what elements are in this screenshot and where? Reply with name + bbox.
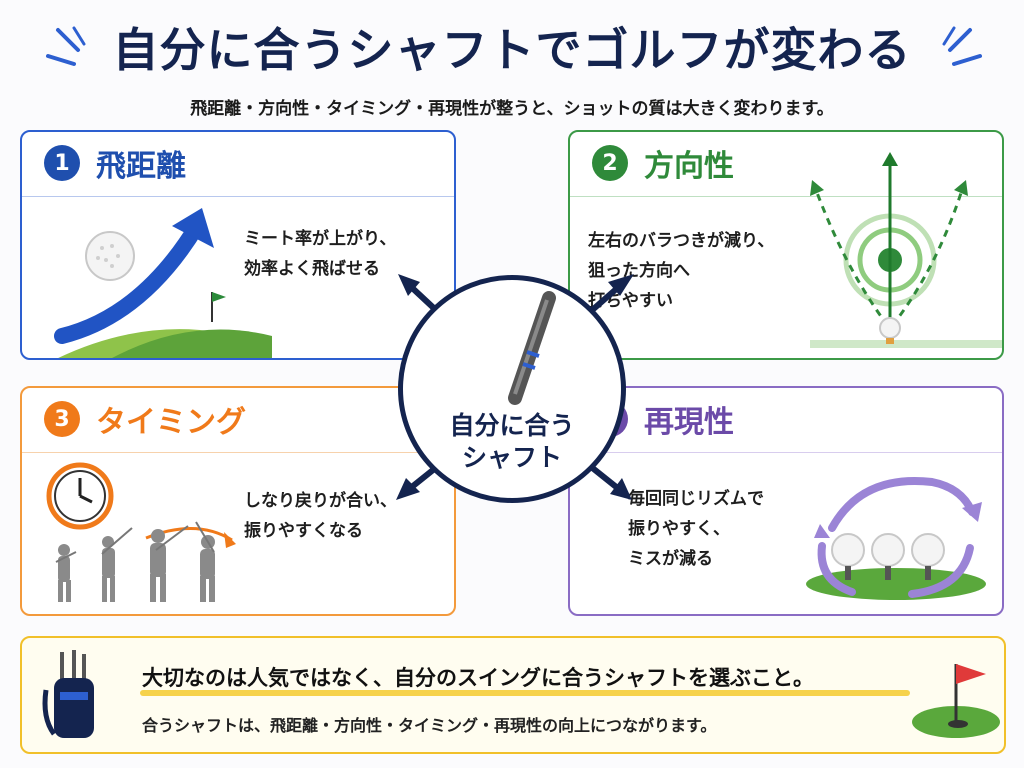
card-text-line: ミート率が上がり、 [244, 229, 397, 249]
summary-banner: 大切なのは人気ではなく、自分のスイングに合うシャフトを選ぶこと。 合うシャフトは… [20, 636, 1006, 754]
card-header: 1 飛距離 [22, 132, 454, 194]
card-title: 再現性 [644, 405, 734, 440]
card-timing: 3 タイミング しなり戻りが合い、 振りやすくなる [20, 386, 456, 616]
center-shaft-circle: 自分に合う シャフト [398, 275, 626, 503]
sparkle-icon [46, 26, 86, 66]
page-title: 自分に合うシャフトでゴルフが変わる [112, 23, 912, 77]
center-label-line: シャフト [461, 443, 562, 472]
card-title: タイミング [96, 405, 246, 440]
card-text-line: 振りやすくなる [244, 521, 363, 541]
flag-icon [211, 292, 226, 322]
sparkle-icon [942, 26, 982, 66]
growth-arrow-icon [54, 208, 272, 358]
card-text-line: 振りやすく、 [628, 519, 730, 539]
card-distance: 1 飛距離 ミート率が上がり、 効率よく飛ばせる [20, 130, 456, 360]
card-header: 2 方向性 [570, 132, 1002, 194]
card-number: 1 [44, 145, 80, 181]
card-header: 3 タイミング [22, 388, 454, 450]
golfer-silhouette-icon [55, 521, 236, 602]
card-repeatability: 4 再現性 毎回同じリズムで 振りやすく、 ミスが減る [568, 386, 1004, 616]
golf-bag-icon [42, 650, 94, 738]
card-direction: 2 方向性 左右のバラつきが減り、 狙った方向へ 打ちやすい [568, 130, 1004, 360]
golf-ball-icon [85, 231, 135, 281]
shaft-icon [508, 291, 556, 405]
cycle-arrows-icon [806, 477, 986, 600]
card-text-line: 左右のバラつきが減り、 [588, 231, 775, 251]
card-text-line: 狙った方向へ [588, 261, 690, 281]
card-title: 飛距離 [96, 149, 186, 184]
hole-flag-icon [912, 664, 1000, 738]
banner-sub-text: 合うシャフトは、飛距離・方向性・タイミング・再現性の向上につながります。 [142, 716, 717, 735]
banner-main-text: 大切なのは人気ではなく、自分のスイングに合うシャフトを選ぶこと。 [142, 666, 814, 690]
card-text-line: 毎回同じリズムで [628, 489, 764, 509]
card-text-line: しなり戻りが合い、 [244, 491, 397, 511]
card-text-line: ミスが減る [628, 549, 713, 569]
card-number: 2 [592, 145, 628, 181]
clock-icon [46, 462, 114, 530]
card-title: 方向性 [644, 149, 734, 184]
banner-highlight [140, 690, 910, 696]
card-text-line: 効率よく飛ばせる [244, 259, 380, 279]
page-subtitle: 飛距離・方向性・タイミング・再現性が整うと、ショットの質は大きく変わります。 [190, 99, 834, 119]
target-icon [810, 152, 1002, 348]
center-label-line: 自分に合う [449, 411, 575, 440]
card-number: 3 [44, 401, 80, 437]
